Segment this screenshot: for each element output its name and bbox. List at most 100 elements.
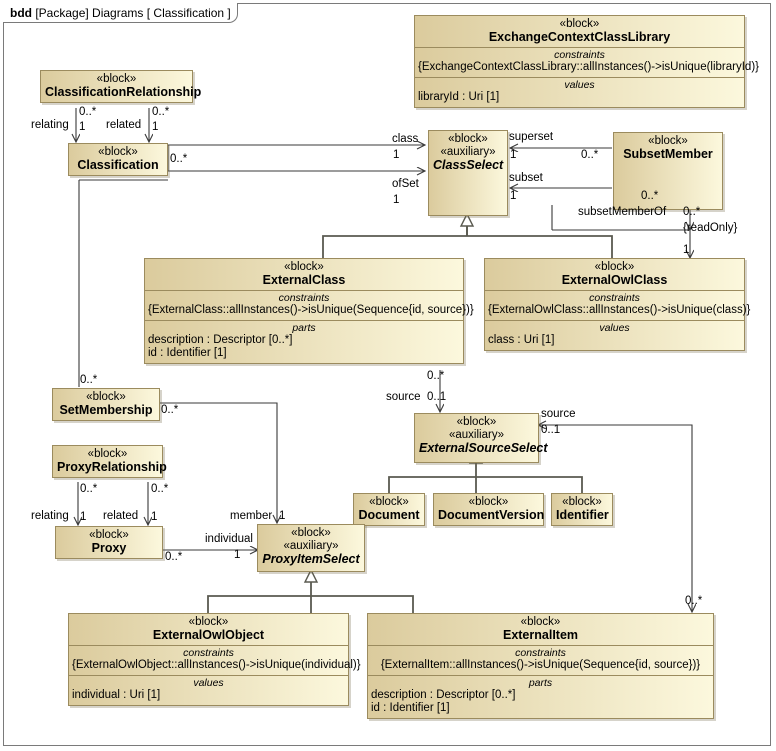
- compartment-title: parts: [528, 677, 553, 689]
- block-classification-relationship[interactable]: «block» ClassificationRelationship: [40, 70, 202, 103]
- block-subset-member[interactable]: «block» SubsetMember: [613, 132, 723, 210]
- frame-label-name: [ Classification ]: [146, 6, 231, 20]
- label-subset-role: subset: [509, 172, 543, 184]
- block-title: ExternalOwlObject: [152, 628, 265, 642]
- label-member-role: member: [230, 510, 273, 522]
- label-individual-role: individual: [205, 533, 253, 545]
- label-set-membership-out-mult: 0..*: [161, 404, 179, 416]
- block-proxy-relationship[interactable]: «block» ProxyRelationship: [52, 445, 167, 478]
- part-item: id : Identifier [1]: [371, 702, 450, 714]
- block-title: Identifier: [556, 508, 609, 522]
- block-classification[interactable]: «block» Classification: [68, 143, 168, 176]
- block-title: ExchangeContextClassLibrary: [488, 30, 671, 44]
- block-external-owl-object[interactable]: «block» ExternalOwlObject constraints {E…: [68, 613, 361, 706]
- block-header: «block» Identifier: [552, 494, 612, 525]
- values-compartment: values class : Uri [1]: [485, 320, 744, 350]
- block-document-version[interactable]: «block» DocumentVersion: [433, 493, 544, 526]
- block-title: ProxyRelationship: [57, 460, 167, 474]
- block-header: «block» ExternalOwlObject: [69, 614, 348, 645]
- block-external-source-select[interactable]: «block» «auxiliary» ExternalSourceSelect: [414, 413, 548, 463]
- block-exchange-context-class-library[interactable]: «block» ExchangeContextClassLibrary cons…: [414, 15, 759, 108]
- block-set-membership[interactable]: «block» SetMembership: [52, 388, 160, 421]
- block-external-item[interactable]: «block» ExternalItem constraints {Extern…: [367, 613, 714, 719]
- block-title: Classification: [77, 158, 159, 172]
- label-proxy-relating-mult-src: 0..*: [80, 483, 98, 495]
- value-item: libraryId : Uri [1]: [418, 91, 500, 103]
- block-stereotype: «block»: [188, 616, 229, 628]
- block-proxy[interactable]: «block» Proxy: [55, 526, 163, 559]
- compartment-title: constraints: [554, 49, 605, 61]
- block-external-class[interactable]: «block» ExternalClass constraints {Exter…: [144, 258, 474, 364]
- label-classification-out-mult: 0..*: [170, 153, 188, 165]
- constraints-compartment: constraints {ExternalOwlClass::allInstan…: [485, 290, 750, 320]
- block-stereotype: «block»: [559, 18, 600, 30]
- label-relating-top-mult-src: 0..*: [79, 106, 97, 118]
- block-stereotype: «block»: [468, 496, 509, 508]
- block-title: SubsetMember: [623, 147, 713, 161]
- block-stereotype: «block»: [369, 496, 409, 508]
- value-item: individual : Uri [1]: [72, 689, 161, 701]
- compartment-title: constraints: [183, 647, 234, 659]
- constraint-item: {ExternalItem::allInstances()->isUnique(…: [380, 659, 701, 671]
- block-header: «block» «auxiliary» ClassSelect: [429, 131, 507, 175]
- block-title: ProxyItemSelect: [262, 552, 360, 566]
- block-title: ClassSelect: [433, 158, 504, 172]
- label-related-top-mult-dst: 1: [152, 121, 159, 133]
- compartment-title: constraints: [589, 292, 640, 304]
- block-proxy-item-select[interactable]: «block» «auxiliary» ProxyItemSelect: [257, 524, 365, 572]
- constraints-compartment: constraints {ExchangeContextClassLibrary…: [415, 47, 759, 77]
- block-header: «block» «auxiliary» ProxyItemSelect: [258, 525, 364, 569]
- constraints-compartment: constraints {ExternalItem::allInstances(…: [368, 645, 713, 675]
- label-external-class-source-mult: 0..*: [427, 370, 445, 382]
- part-item: description : Descriptor [0..*]: [371, 689, 516, 701]
- label-class-mult: 1: [393, 149, 400, 161]
- constraints-compartment: constraints {ExternalOwlObject::allInsta…: [69, 645, 361, 675]
- label-proxy-out-mult: 0..*: [165, 551, 183, 563]
- block-stereotype: «block»: [448, 133, 488, 145]
- block-header: «block» Document: [354, 494, 424, 525]
- label-superset-role: superset: [509, 131, 554, 143]
- label-source-role: source: [386, 391, 421, 403]
- block-title: ExternalOwlClass: [561, 273, 668, 287]
- values-compartment: values individual : Uri [1]: [69, 675, 348, 705]
- label-class-role: class: [392, 133, 419, 145]
- block-external-owl-class[interactable]: «block» ExternalOwlClass constraints {Ex…: [484, 258, 750, 351]
- block-document[interactable]: «block» Document: [353, 493, 425, 526]
- block-header: «block» SubsetMember: [614, 133, 722, 164]
- block-title: ExternalClass: [262, 273, 346, 287]
- block-stereotype-auxiliary: «auxiliary»: [449, 429, 504, 441]
- label-set-membership-in-mult: 0..*: [80, 374, 98, 386]
- label-source-right-mult: 0..1: [541, 424, 561, 436]
- diagram-frame-label: bdd [Package] Diagrams [ Classification …: [3, 3, 238, 23]
- label-superset-mult-far: 0..*: [581, 149, 599, 161]
- compartment-title: constraints: [278, 292, 330, 304]
- block-title: Proxy: [91, 541, 127, 555]
- block-class-select[interactable]: «block» «auxiliary» ClassSelect: [428, 130, 508, 216]
- constraint-item: {ExternalClass::allInstances()->isUnique…: [148, 304, 474, 316]
- block-title: SetMembership: [59, 403, 153, 417]
- label-source-mult: 0..1: [427, 391, 447, 403]
- part-item: id : Identifier [1]: [148, 347, 227, 359]
- compartment-title: constraints: [515, 647, 566, 659]
- block-title: ClassificationRelationship: [45, 85, 202, 99]
- block-stereotype: «block»: [291, 527, 331, 539]
- label-proxy-related-mult-src: 0..*: [151, 483, 169, 495]
- label-relating-top: relating: [31, 119, 69, 131]
- block-title: ExternalItem: [502, 628, 579, 642]
- label-related-top: related: [106, 119, 142, 131]
- block-stereotype: «block»: [98, 146, 138, 158]
- label-external-item-source-mult: 0..*: [685, 595, 703, 607]
- block-header: «block» ExchangeContextClassLibrary: [415, 16, 744, 47]
- block-stereotype-auxiliary: «auxiliary»: [440, 146, 496, 158]
- label-related-top-mult-src: 0..*: [152, 106, 170, 118]
- label-relating-top-mult-dst: 1: [79, 121, 86, 133]
- block-stereotype: «block»: [86, 391, 126, 403]
- values-compartment: values libraryId : Uri [1]: [415, 77, 744, 107]
- label-superset-mult-near: 1: [510, 149, 517, 161]
- value-item: class : Uri [1]: [488, 334, 555, 346]
- block-identifier[interactable]: «block» Identifier: [551, 493, 613, 526]
- label-proxy-relating-role: relating: [31, 510, 69, 522]
- parts-compartment: parts description : Descriptor [0..*] id…: [368, 675, 713, 718]
- block-stereotype: «block»: [284, 261, 324, 273]
